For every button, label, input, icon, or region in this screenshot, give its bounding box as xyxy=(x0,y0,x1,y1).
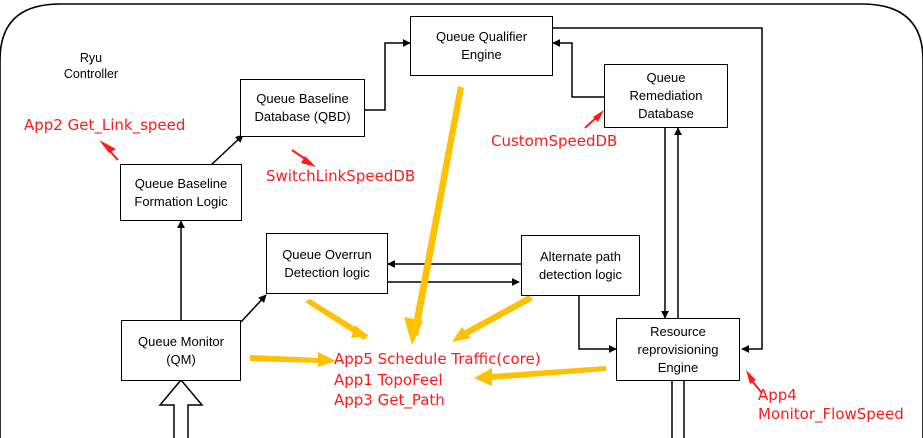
qm-to-overrun-arrow xyxy=(240,294,267,323)
queue-baseline-formation-logic: Queue Baseline Formation Logic xyxy=(120,164,242,221)
annotation-arrow-app4-shaft xyxy=(751,380,763,394)
qbd-to-qualifier-arrow xyxy=(365,39,411,111)
annotation-arrow-app4 xyxy=(746,370,756,384)
queue-remediation-database: Queue Remediation Database xyxy=(604,64,728,128)
pointer-arrow-alternate-head xyxy=(452,327,471,342)
input-hollow-arrow xyxy=(158,378,204,438)
controller-boundary xyxy=(0,3,923,438)
queue-monitor-line-1: Queue Monitor xyxy=(138,333,224,349)
queue-remediation-database-line-2: Remediation xyxy=(629,88,703,103)
queue-overrun-detection-logic: Queue Overrun Detection logic xyxy=(266,233,388,294)
annotation-app1: App1 TopoFeel xyxy=(334,371,443,389)
resource-reprovisioning-engine-line-3: Engine xyxy=(657,359,699,375)
formation-to-qbd-arrow xyxy=(209,134,244,167)
controller-label: Ryu Controller xyxy=(52,50,130,82)
controller-label-line-1: Ryu xyxy=(79,51,103,65)
resource-reprovisioning-engine-line-1: Resource xyxy=(650,323,706,339)
pointer-arrow-qm-head xyxy=(318,352,336,367)
queue-overrun-detection-logic-line-1: Queue Overrun xyxy=(282,246,372,262)
queue-qualifier-engine-line-1: Queue Qualifier xyxy=(435,29,528,44)
pointer-arrow-reprovisioning-head xyxy=(474,368,492,386)
queue-remediation-database-line-3: Database xyxy=(638,106,694,121)
alternate-path-detection-logic-line-1: Alternate path xyxy=(540,248,621,264)
queue-overrun-detection-logic-line-2: Detection logic xyxy=(284,264,370,280)
queue-baseline-database-line-1: Queue Baseline xyxy=(256,91,349,106)
alternate-path-detection-logic: Alternate path detection logic xyxy=(521,235,640,296)
queue-remediation-database-line-1: Queue xyxy=(646,70,686,85)
pointer-arrow-qualifier-head xyxy=(404,317,423,345)
queue-monitor: Queue Monitor (QM) xyxy=(121,320,241,381)
annotation-arrow-switchlinkspeeddb-shaft xyxy=(291,149,312,164)
queue-baseline-formation-logic-line-2: Formation Logic xyxy=(134,193,228,209)
annotation-arrow-customspeeddb-shaft xyxy=(584,115,599,129)
qualifier-to-reprovisioning-arrow xyxy=(553,27,763,353)
pointer-arrow-qm xyxy=(250,355,320,363)
queue-qualifier-engine-line-2: Engine xyxy=(461,47,502,62)
annotation-app4-line-1: App4 xyxy=(758,386,797,404)
annotation-switchlinkspeeddb: SwitchLinkSpeedDB xyxy=(266,167,416,185)
queue-baseline-database-line-2: Database (QBD) xyxy=(254,109,351,124)
resource-reprovisioning-engine-line-2: reprovisioning xyxy=(637,341,719,357)
alternate-path-detection-logic-line-2: detection logic xyxy=(538,266,623,282)
annotation-arrow-app2 xyxy=(99,140,116,153)
remediation-to-qualifier-arrow xyxy=(552,39,604,98)
pointer-arrow-overrun xyxy=(305,299,368,340)
resource-reprovisioning-engine: Resource reprovisioning Engine xyxy=(616,318,740,381)
queue-baseline-database: Queue Baseline Database (QBD) xyxy=(240,79,365,137)
pointer-arrow-qualifier xyxy=(411,86,464,336)
annotation-arrow-app2-shaft xyxy=(105,146,119,161)
controller-label-line-2: Controller xyxy=(63,67,119,81)
annotation-customspeeddb: CustomSpeedDB xyxy=(491,132,618,150)
pointer-arrow-overrun-head xyxy=(351,325,368,338)
queue-baseline-formation-logic-line-1: Queue Baseline xyxy=(134,175,228,191)
queue-monitor-line-2: (QM) xyxy=(166,351,196,367)
pointer-arrow-reprovisioning xyxy=(490,366,606,380)
annotation-app2: App2 Get_Link_speed xyxy=(24,116,186,134)
pointer-arrow-alternate xyxy=(456,295,533,340)
annotation-app3: App3 Get_Path xyxy=(334,391,445,409)
alternate-to-reprovisioning-arrow xyxy=(578,296,617,353)
annotation-app4-line-2: Monitor_FlowSpeed xyxy=(758,405,904,423)
queue-qualifier-engine: Queue Qualifier Engine xyxy=(410,16,553,76)
annotation-app5: App5 Schedule Traffic(core) xyxy=(334,350,541,368)
